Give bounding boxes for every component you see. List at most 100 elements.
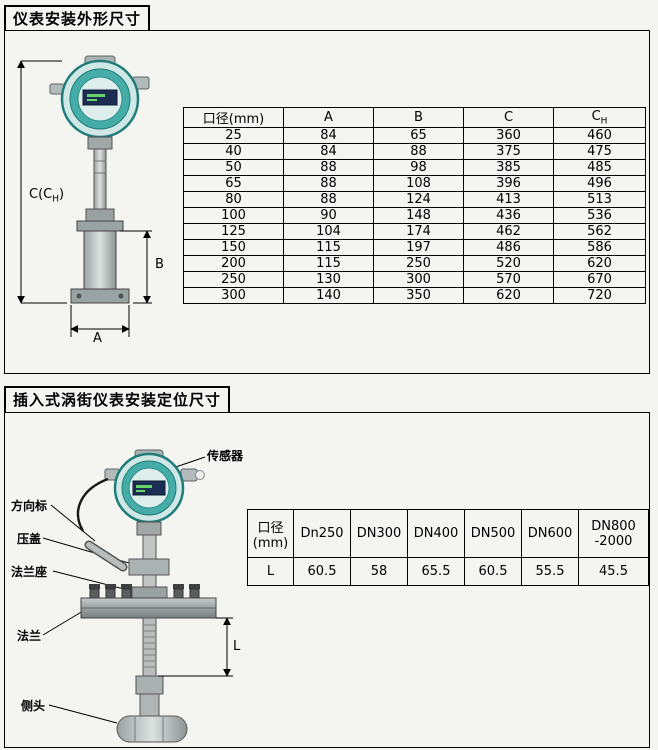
outline-table-cell: 200 <box>183 255 284 272</box>
insert-table-header-cell: 口径 (mm) <box>247 509 294 558</box>
outline-table-cell: 100 <box>183 207 284 224</box>
outline-table-cell: 620 <box>463 287 554 304</box>
outline-table-cell: 536 <box>553 207 646 224</box>
outline-table-cell: 375 <box>463 143 554 160</box>
flange-label: 法兰 <box>17 629 42 643</box>
outline-table-cell: 385 <box>463 159 554 176</box>
outline-header-ch: CH <box>553 107 646 128</box>
outline-table-cell: 84 <box>283 143 374 160</box>
outline-table-cell: 50 <box>183 159 284 176</box>
outline-table-cell: 300 <box>373 271 464 288</box>
insert-table-value-cell: 60.5 <box>293 557 351 586</box>
outline-table-cell: 90 <box>283 207 374 224</box>
outline-table-cell: 197 <box>373 239 464 256</box>
outline-table-cell: 360 <box>463 127 554 144</box>
sensor-label: 传感器 <box>207 449 244 463</box>
outline-table-cell: 720 <box>553 287 646 304</box>
outline-table-cell: 40 <box>183 143 284 160</box>
outline-table-cell: 88 <box>373 143 464 160</box>
outline-table-cell: 115 <box>283 239 374 256</box>
outline-table-cell: 150 <box>183 239 284 256</box>
outline-table-cell: 115 <box>283 255 374 272</box>
outline-table-cell: 475 <box>553 143 646 160</box>
outline-table-cell: 25 <box>183 127 284 144</box>
outline-table-cell: 586 <box>553 239 646 256</box>
outline-table-cell: 125 <box>183 223 284 240</box>
outline-table-cell: 496 <box>553 175 646 192</box>
outline-table-cell: 130 <box>283 271 374 288</box>
outline-table-cell: 98 <box>373 159 464 176</box>
insert-table-header-cell: DN600 <box>521 509 579 558</box>
outline-table-cell: 88 <box>283 159 374 176</box>
outline-table-cell: 88 <box>283 191 374 208</box>
dim-a-label: A <box>93 331 102 346</box>
outline-header-a: A <box>283 107 374 128</box>
outline-table-cell: 104 <box>283 223 374 240</box>
flowmeter-outline-drawing <box>17 55 152 337</box>
outline-table-cell: 562 <box>553 223 646 240</box>
outline-table-cell: 80 <box>183 191 284 208</box>
outline-header-b: B <box>373 107 464 128</box>
insert-table-value-cell: L <box>247 557 294 586</box>
dim-b-label: B <box>155 257 164 272</box>
outline-table-cell: 620 <box>553 255 646 272</box>
outline-table-cell: 670 <box>553 271 646 288</box>
insert-table-header-cell: DN400 <box>407 509 465 558</box>
outline-table-cell: 513 <box>553 191 646 208</box>
outline-table-cell: 65 <box>373 127 464 144</box>
insert-table-value-cell: 65.5 <box>407 557 465 586</box>
outline-table-cell: 140 <box>283 287 374 304</box>
outline-table-cell: 88 <box>283 175 374 192</box>
section2-title: 插入式涡街仪表安装定位尺寸 <box>4 386 231 414</box>
outline-table-cell: 396 <box>463 175 554 192</box>
section1-title: 仪表安装外形尺寸 <box>4 5 151 33</box>
flange-seat-label: 法兰座 <box>11 565 48 579</box>
insert-table-value-cell: 45.5 <box>578 557 649 586</box>
insert-table-value-cell: 58 <box>350 557 408 586</box>
outline-table-cell: 570 <box>463 271 554 288</box>
insert-table-header-cell: DN500 <box>464 509 522 558</box>
outline-table-cell: 436 <box>463 207 554 224</box>
insert-table-header-cell: DN800 -2000 <box>578 509 649 558</box>
insertion-flowmeter-drawing <box>42 449 233 743</box>
outline-table-cell: 462 <box>463 223 554 240</box>
gland-label: 压盖 <box>17 532 42 546</box>
probe-head-label: 侧头 <box>21 699 46 713</box>
insert-table-value-cell: 60.5 <box>464 557 522 586</box>
outline-table-header-row: 口径(mm) A B C CH <box>183 107 646 128</box>
outline-table-cell: 148 <box>373 207 464 224</box>
direction-mark-label: 方向标 <box>11 499 48 513</box>
outline-table-cell: 108 <box>373 175 464 192</box>
insert-table-header-cell: DN300 <box>350 509 408 558</box>
outline-table-cell: 460 <box>553 127 646 144</box>
outline-table-cell: 520 <box>463 255 554 272</box>
outline-table-cell: 485 <box>553 159 646 176</box>
outline-table-cell: 413 <box>463 191 554 208</box>
outline-table-cell: 486 <box>463 239 554 256</box>
outline-header-c: C <box>463 107 554 128</box>
outline-table-cell: 350 <box>373 287 464 304</box>
outline-table-cell: 250 <box>373 255 464 272</box>
outline-table-cell: 250 <box>183 271 284 288</box>
outline-table-cell: 65 <box>183 175 284 192</box>
outline-table-cell: 300 <box>183 287 284 304</box>
outline-header-diameter: 口径(mm) <box>183 107 284 128</box>
dim-l-label: L <box>233 639 241 654</box>
outline-table-cell: 124 <box>373 191 464 208</box>
